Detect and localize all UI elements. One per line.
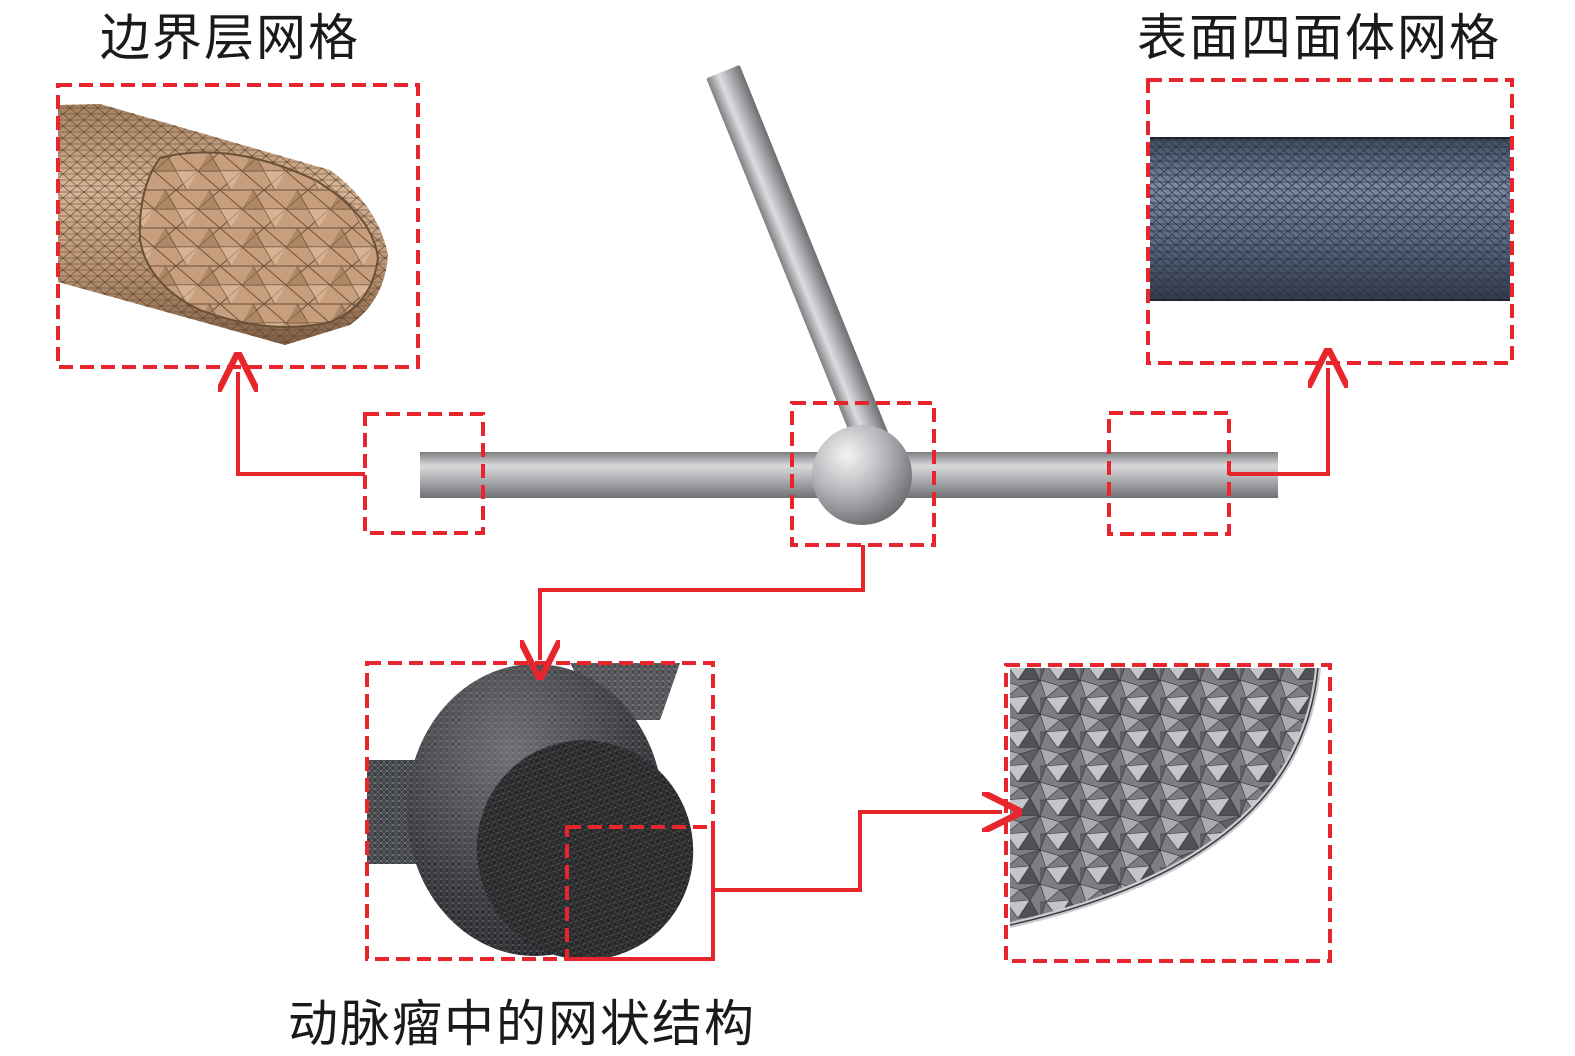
- aneurysm-sphere: [812, 425, 912, 525]
- arrow-to-surface-mesh: [1229, 368, 1328, 476]
- surface-tetra-mesh-panel: [1146, 78, 1514, 365]
- boundary-layer-mesh-label: 边界层网格: [100, 9, 360, 67]
- arrow-to-aneurysm: [540, 545, 865, 660]
- connector-arrows: [238, 368, 1328, 892]
- boundary-layer-mesh-panel: [56, 83, 420, 369]
- quarter-mesh-face: [1010, 668, 1318, 925]
- branch-vessel: [706, 65, 893, 458]
- callout-box-aneurysm-quarter: [565, 825, 715, 961]
- arrow-to-quarter-section: [713, 812, 1002, 892]
- quarter-section-mesh-panel: [1004, 663, 1332, 963]
- vessel-model: [420, 65, 1278, 525]
- arrow-to-boundary-layer: [238, 372, 365, 476]
- callout-box-center: [790, 401, 936, 547]
- callout-box-left: [363, 412, 485, 535]
- aneurysm-mesh-label: 动脉瘤中的网状结构: [288, 995, 756, 1053]
- surface-tetra-mesh-label: 表面四面体网格: [1137, 9, 1501, 67]
- aneurysm-mesh-panel: [365, 661, 715, 961]
